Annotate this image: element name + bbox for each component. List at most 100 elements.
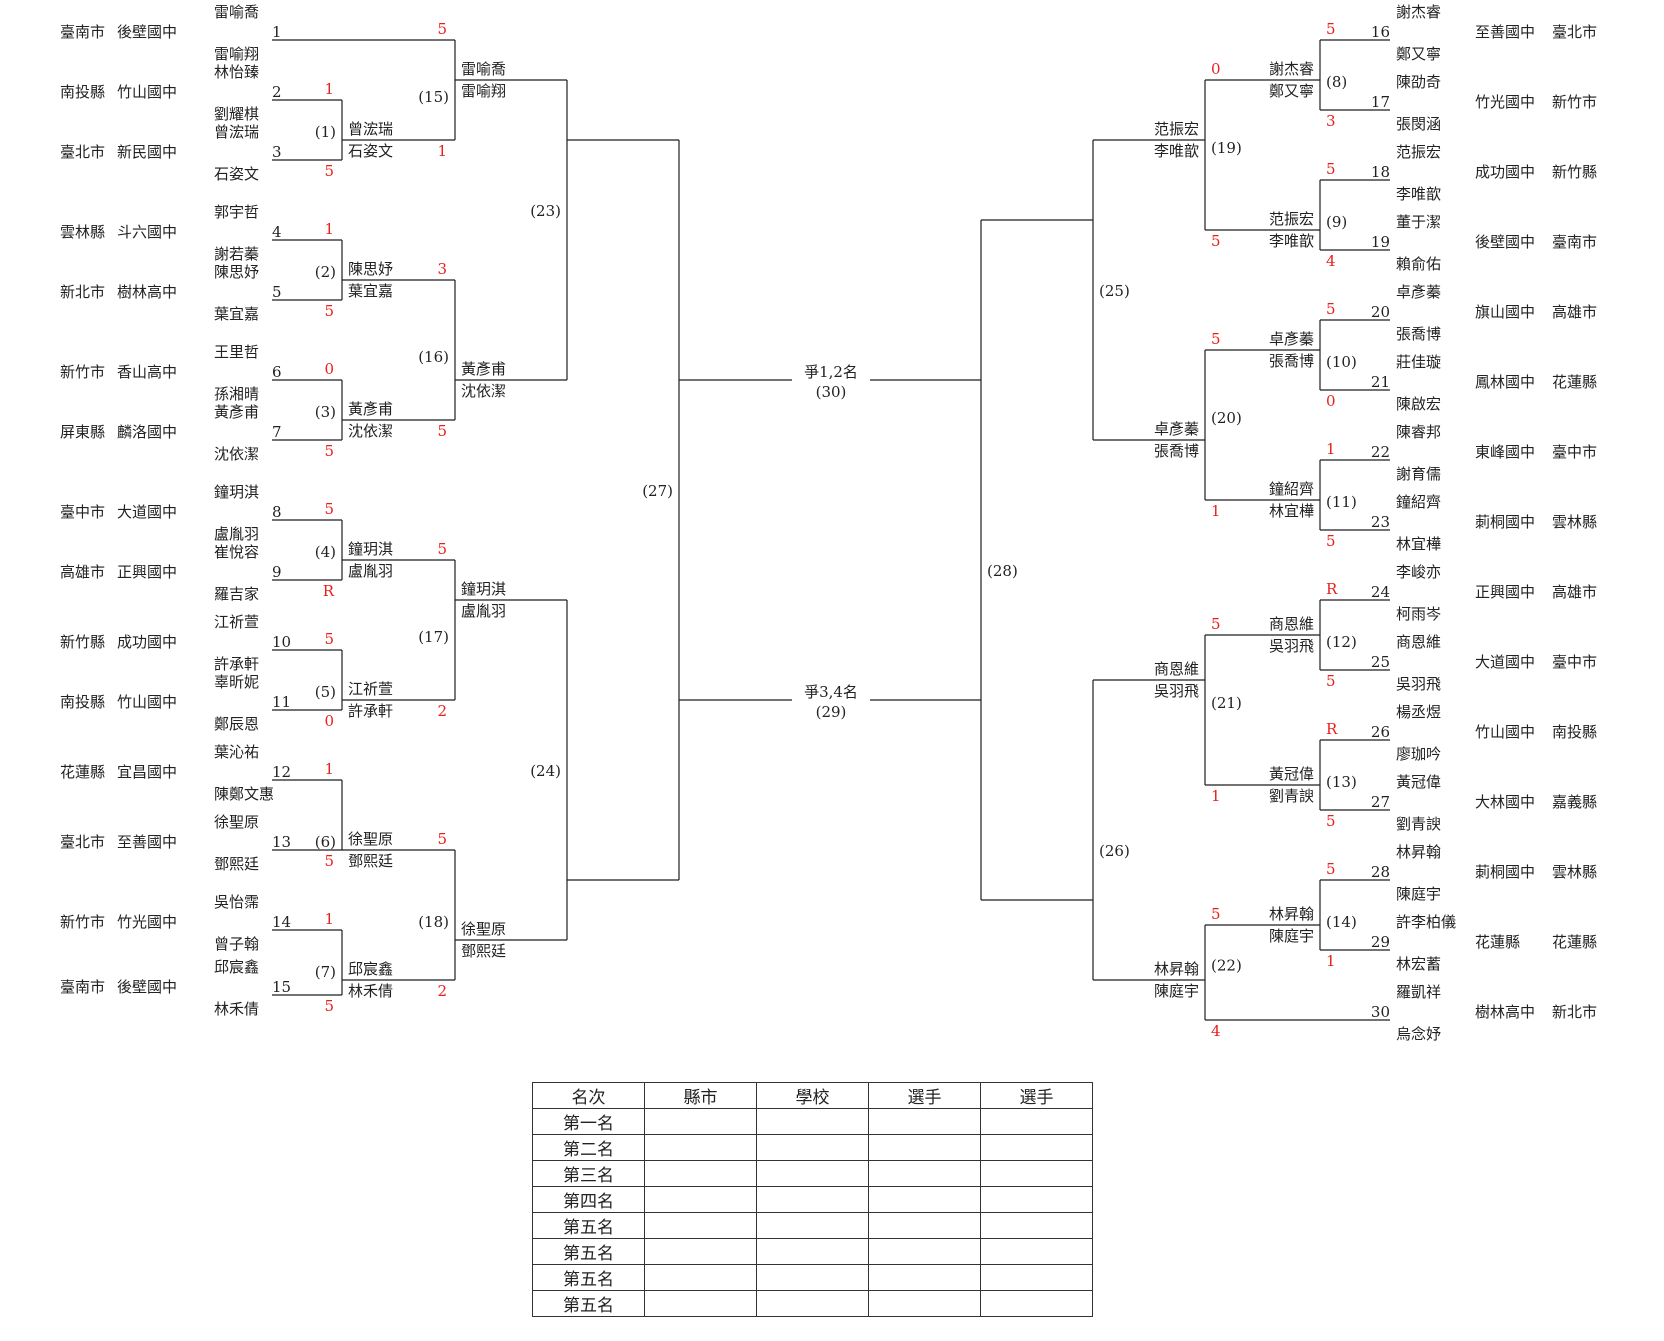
- header-player-2: 選手: [980, 1082, 1093, 1109]
- ranking-row: 第一名: [532, 1108, 1093, 1135]
- match-label: (17): [418, 628, 449, 646]
- winner-player-2: 雷喻翔: [461, 82, 506, 100]
- entry-city: 雲林縣: [1552, 863, 1597, 881]
- entry-school: 樹林高中: [1475, 1003, 1535, 1021]
- entry-player-2: 烏念妤: [1396, 1025, 1441, 1043]
- header-player-1: 選手: [868, 1082, 981, 1109]
- ranking-row: 第五名: [532, 1264, 1093, 1291]
- rank-cell: 第五名: [532, 1212, 645, 1239]
- winner-player-2: 盧胤羽: [461, 602, 506, 620]
- ranking-row: 第四名: [532, 1186, 1093, 1213]
- entry-school: 香山高中: [117, 363, 177, 381]
- entry-seed: 4: [272, 223, 282, 241]
- match-label: (10): [1326, 353, 1357, 371]
- entry-seed: 16: [1371, 23, 1390, 41]
- entry-school: 大道國中: [1475, 653, 1535, 671]
- winner-player-2: 沈依潔: [461, 382, 506, 400]
- entry-seed: 29: [1371, 933, 1390, 951]
- score-bottom: 1: [1211, 502, 1221, 520]
- entry-city: 臺中市: [1552, 443, 1597, 461]
- winner-player-2: 鄧熙廷: [461, 942, 506, 960]
- score-bottom: 5: [324, 997, 334, 1015]
- match-label: (14): [1326, 913, 1357, 931]
- score-bottom: 4: [1211, 1022, 1221, 1040]
- winner-player-2: 葉宜嘉: [348, 282, 393, 300]
- entry-city: 新北市: [60, 283, 105, 301]
- ranking-header-row: 名次 縣市 學校 選手 選手: [532, 1082, 1093, 1109]
- score-bottom: 5: [1326, 672, 1336, 690]
- entry-player-1: 陳睿邦: [1396, 423, 1441, 441]
- winner-player-1: 鐘玥淇: [461, 580, 506, 598]
- entry-school: 成功國中: [117, 633, 177, 651]
- entry-player-2: 謝育儒: [1396, 465, 1441, 483]
- score-bottom: 0: [324, 712, 334, 730]
- city-cell: [644, 1238, 757, 1265]
- third-place-label: (29): [816, 703, 847, 721]
- entry-player-2: 羅吉家: [214, 585, 259, 603]
- entry-player-1: 黃彥甫: [214, 403, 259, 421]
- city-cell: [644, 1264, 757, 1291]
- winner-player-2: 石姿文: [348, 142, 393, 160]
- winner-player-1: 范振宏: [1154, 120, 1199, 138]
- score-top: R: [1326, 720, 1338, 738]
- entry-player-2: 許承軒: [214, 655, 259, 673]
- score-bottom: 5: [1211, 232, 1221, 250]
- entry-seed: 24: [1371, 583, 1390, 601]
- match-label: (27): [642, 482, 673, 500]
- score-top: 5: [437, 540, 447, 558]
- player-1-cell: [868, 1186, 981, 1213]
- score-top: 5: [1211, 905, 1221, 923]
- entry-school: 大道國中: [117, 503, 177, 521]
- entry-player-2: 廖珈吟: [1396, 745, 1441, 763]
- rank-cell: 第五名: [532, 1264, 645, 1291]
- score-top: 5: [324, 630, 334, 648]
- score-bottom: 5: [437, 422, 447, 440]
- entry-player-2: 葉宜嘉: [214, 305, 259, 323]
- entry-player-1: 謝杰睿: [1396, 3, 1441, 21]
- entry-seed: 3: [272, 143, 282, 161]
- entry-city: 新竹市: [60, 913, 105, 931]
- entry-seed: 14: [272, 913, 291, 931]
- ranking-row: 第五名: [532, 1212, 1093, 1239]
- entry-player-1: 李峻亦: [1396, 563, 1441, 581]
- entry-player-2: 劉耀棋: [214, 105, 259, 123]
- entry-player-1: 商恩維: [1396, 633, 1441, 651]
- entry-city: 新竹市: [1552, 93, 1597, 111]
- entry-school: 正興國中: [117, 563, 177, 581]
- entry-seed: 26: [1371, 723, 1390, 741]
- winner-player-1: 黃冠偉: [1269, 765, 1314, 783]
- entry-player-1: 徐聖原: [214, 813, 259, 831]
- entry-school: 麟洛國中: [117, 423, 177, 441]
- entry-player-1: 崔悅容: [214, 543, 259, 561]
- entry-player-1: 江祈萱: [214, 613, 259, 631]
- entry-city: 屏東縣: [60, 423, 105, 441]
- winner-player-1: 邱宸鑫: [348, 960, 393, 978]
- entry-player-2: 林宜樺: [1396, 535, 1441, 553]
- entry-player-2: 石姿文: [214, 165, 259, 183]
- entry-player-1: 雷喻喬: [214, 3, 259, 21]
- entry-city: 新北市: [1552, 1003, 1597, 1021]
- entry-school: 旗山國中: [1475, 303, 1535, 321]
- match-label: (2): [315, 263, 336, 281]
- entry-school: 斗六國中: [117, 223, 177, 241]
- entry-player-1: 范振宏: [1396, 143, 1441, 161]
- school-cell: [756, 1134, 869, 1161]
- winner-player-1: 卓彥蓁: [1154, 420, 1199, 438]
- entry-city: 臺南市: [60, 978, 105, 996]
- ranking-table: 名次 縣市 學校 選手 選手 第一名第二名第三名第四名第五名第五名第五名第五名: [532, 1082, 1093, 1317]
- school-cell: [756, 1212, 869, 1239]
- entry-seed: 15: [272, 978, 291, 996]
- winner-player-1: 雷喻喬: [461, 60, 506, 78]
- winner-player-1: 曾浤瑞: [348, 120, 393, 138]
- player-2-cell: [980, 1264, 1093, 1291]
- winner-player-1: 林昇翰: [1269, 905, 1314, 923]
- entry-city: 高雄市: [1552, 583, 1597, 601]
- entry-school: 正興國中: [1475, 583, 1535, 601]
- winner-player-2: 許承軒: [348, 702, 393, 720]
- winner-player-2: 李唯歆: [1154, 142, 1199, 160]
- school-cell: [756, 1264, 869, 1291]
- entry-player-1: 林昇翰: [1396, 843, 1441, 861]
- score-top: 5: [1326, 160, 1336, 178]
- rank-cell: 第四名: [532, 1186, 645, 1213]
- score-bottom: 2: [437, 982, 447, 1000]
